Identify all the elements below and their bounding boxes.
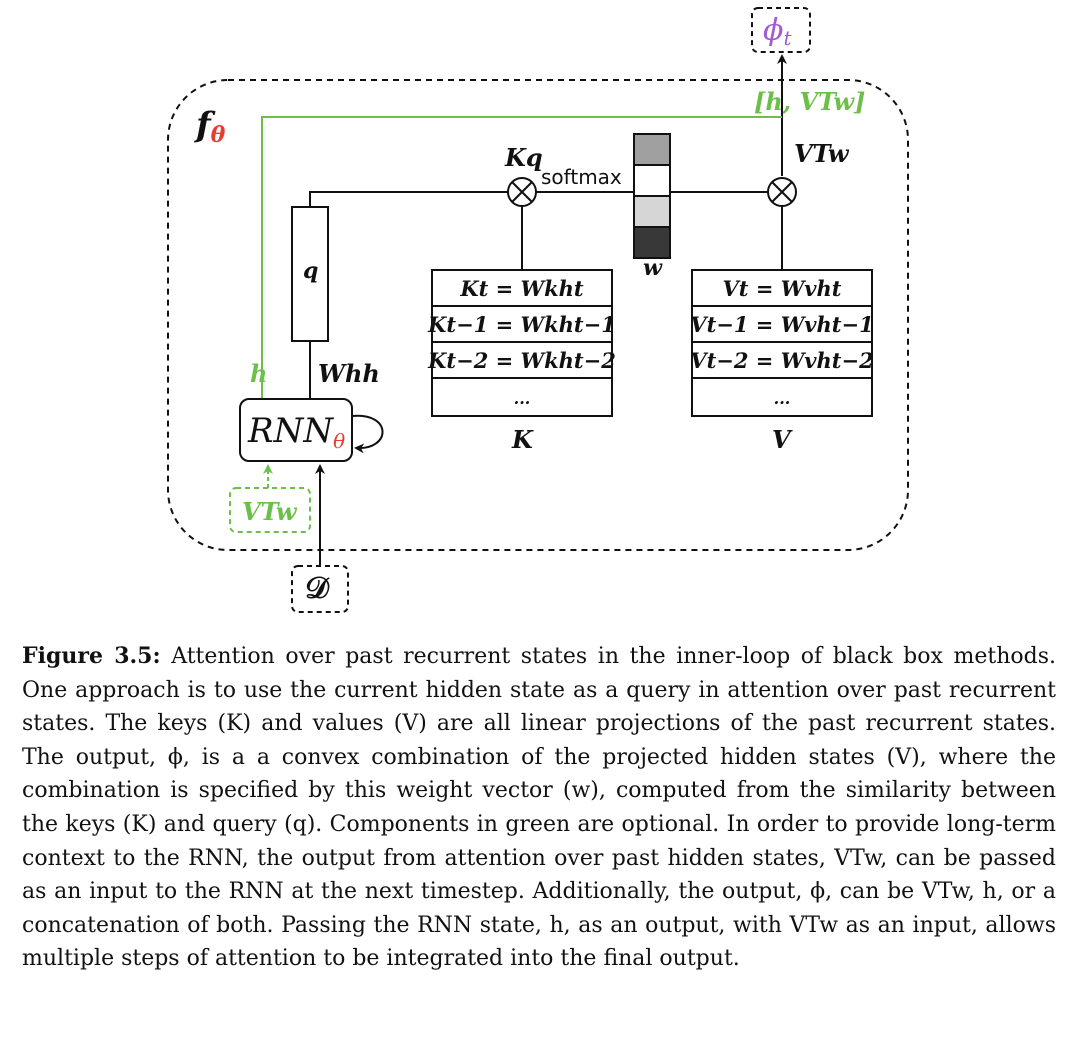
weight-vector: [633, 133, 671, 259]
attention-diagram: fθ ϕt [h, VTw] h RNNθ Whh q Kq softmax w…: [167, 7, 909, 613]
vtw-input-label: VTw: [242, 497, 298, 526]
table-row-label: Kt = Wkht: [459, 276, 584, 301]
softmax-label: softmax: [541, 165, 622, 189]
table-row-label: Vt = Wvht: [723, 276, 842, 301]
kq-label: Kq: [504, 143, 543, 172]
vtw-label: VTw: [794, 139, 850, 168]
table-row: [691, 269, 873, 307]
h-label: h: [250, 359, 267, 388]
query-line: [309, 191, 510, 207]
phi-output-box: [751, 7, 811, 53]
rnn-box[interactable]: [239, 398, 353, 462]
table-row-label: ...: [514, 389, 531, 408]
rnn-self-loop: [351, 414, 384, 454]
table-row-label: ...: [774, 389, 791, 408]
f-theta-region: [167, 79, 909, 551]
phi-output-label: ϕt: [763, 13, 792, 50]
f-theta-subscript: θ: [211, 122, 226, 148]
rnn-subscript: θ: [333, 429, 345, 453]
data-input-label: 𝒟: [305, 571, 330, 606]
query-box: [291, 206, 329, 342]
values-label: V: [772, 425, 793, 454]
weight-cell: [633, 226, 671, 259]
phi-output-subscript: t: [783, 26, 792, 50]
table-row-label: Kt−2 = Wkht−2: [427, 348, 616, 373]
table-row-label: Kt−1 = Wkht−1: [427, 312, 616, 337]
figure-caption: Figure 3.5: Attention over past recurren…: [22, 640, 1056, 976]
table-row-label: Vt−2 = Wvht−2: [690, 348, 873, 373]
table-row-label: Vt−1 = Wvht−1: [690, 312, 873, 337]
wh-label: Whh: [318, 359, 380, 388]
rnn-label: RNNθ: [247, 411, 345, 453]
h-output-path: [261, 116, 782, 398]
weight-cell: [633, 133, 671, 166]
table-row: [691, 377, 873, 417]
caption-text: Attention over past recurrent states in …: [22, 644, 1056, 972]
weight-cell: [633, 164, 671, 197]
table-row: [431, 377, 613, 417]
vtw-input-box: [229, 487, 311, 533]
weight-cell: [633, 195, 671, 228]
f-theta-label: fθ: [194, 105, 226, 148]
query-label: q: [303, 258, 318, 284]
keys-label: K: [511, 425, 534, 454]
figure-label: Figure 3.5:: [22, 643, 161, 669]
table-row: [691, 305, 873, 343]
concat-output-label: [h, VTw]: [754, 87, 865, 116]
weight-label: w: [643, 255, 663, 281]
table-row: [431, 305, 613, 343]
